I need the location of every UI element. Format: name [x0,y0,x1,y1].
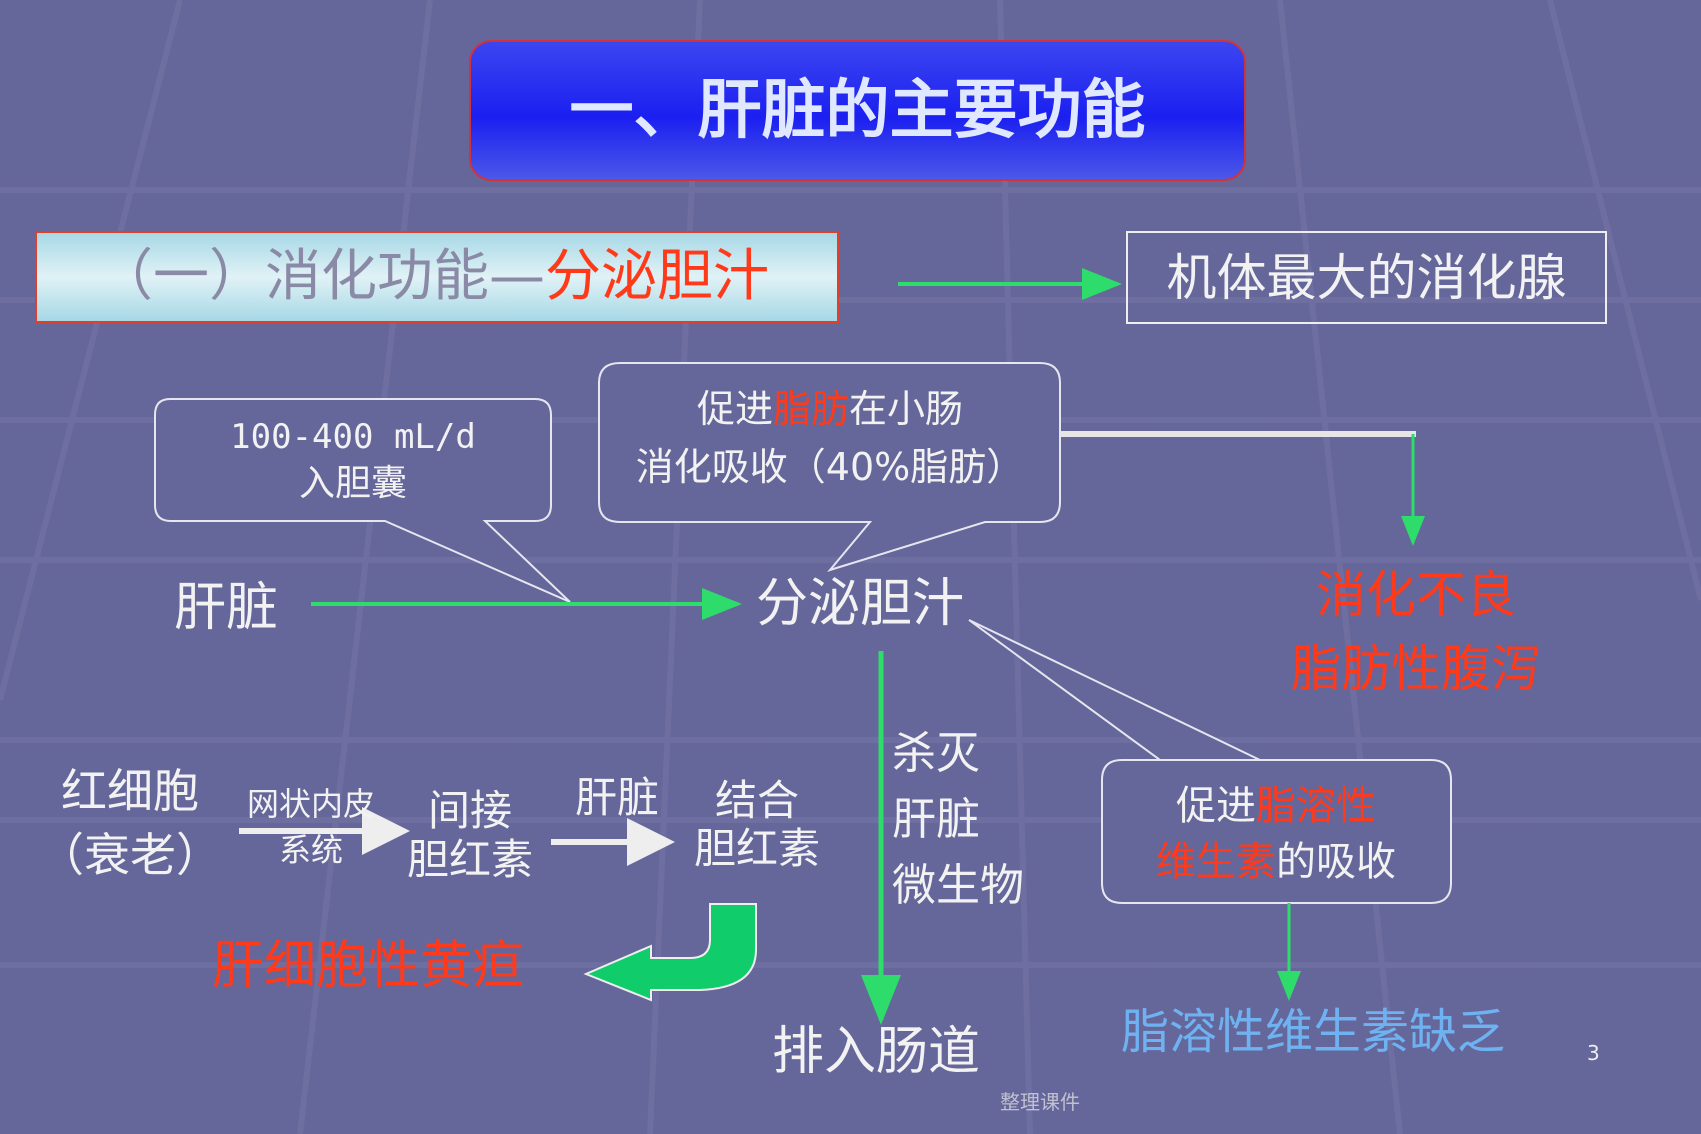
vitamin-deficiency-label: 脂溶性维生素缺乏 [1121,1004,1506,1060]
vitamin-callout-line2: 维生素的吸收 [1156,839,1396,885]
callout-fat-shape [598,362,1061,572]
kill-line1: 杀灭 [892,728,980,779]
kill-line2: 肝脏 [892,794,980,845]
indigestion-label: 消化不良 [1316,566,1516,624]
indirect-bilirubin-1: 间接 [427,786,513,835]
indirect-bilirubin-2: 胆红素 [406,835,534,884]
curved-arrow-to-jaundice [583,903,757,1002]
section-heading-highlight: 分泌胆汁 [545,244,769,309]
secrete-bile-label: 分泌胆汁 [756,574,965,634]
page-title: 一、肝脏的主要功能 [469,40,1246,181]
fat-callout-line2: 消化吸收（40%脂肪） [635,445,1025,489]
res-label-1: 网状内皮 [246,785,376,823]
section-heading: （一）消化功能—分泌胆汁 [35,231,839,323]
jaundice-label: 肝细胞性黄疸 [212,936,525,996]
callout-vitamin-shape [968,619,1452,904]
rbc-aged-label: （衰老） [38,828,222,882]
excrete-label: 排入肠道 [772,1022,981,1082]
liver-conversion-label: 肝脏 [574,773,660,822]
fat-callout-line1: 促进脂肪在小肠 [696,387,964,431]
vitamin-callout-line1: 促进脂溶性 [1176,783,1376,829]
watermark: 整理课件 [1000,1090,1080,1114]
rbc-label: 红细胞 [61,764,199,818]
callout-volume-shape [154,398,571,603]
res-label-2: 系统 [278,831,344,869]
direct-bilirubin-1: 结合 [714,776,800,825]
section-heading-prefix: （一）消化功能— [97,244,545,309]
page-number: 3 [1587,1041,1600,1065]
fatty-diarrhea-label: 脂肪性腹泻 [1291,640,1541,698]
liver-label: 肝脏 [174,578,279,638]
kill-line3: 微生物 [892,860,1024,911]
gallbladder-text: 入胆囊 [298,463,408,504]
volume-text: 100-400 mL/d [230,417,476,457]
direct-bilirubin-2: 胆红素 [693,824,821,873]
largest-gland-box: 机体最大的消化腺 [1126,231,1607,324]
